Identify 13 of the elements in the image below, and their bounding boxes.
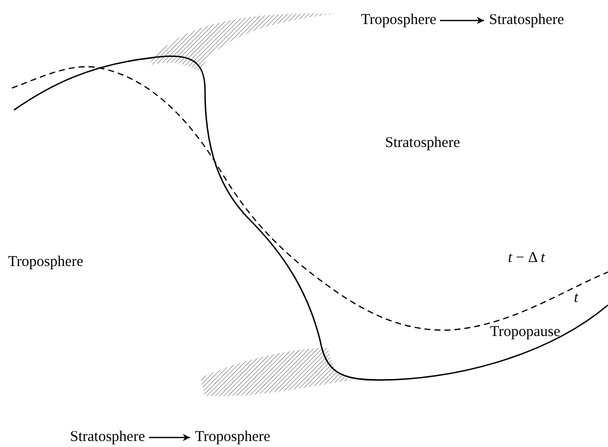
- region-label: Troposphere: [361, 12, 436, 29]
- region-label: Stratosphere: [385, 135, 460, 152]
- time-label: t: [574, 290, 578, 307]
- arrow: [149, 434, 190, 442]
- curve-label: Tropopause: [490, 324, 560, 341]
- hatched-band: [200, 348, 352, 396]
- time-label: t − Δ t: [508, 250, 545, 267]
- arrow: [440, 16, 484, 24]
- region-label: Stratosphere: [489, 12, 564, 29]
- region-label: Stratosphere: [70, 429, 145, 446]
- region-label: Troposphere: [195, 429, 270, 446]
- region-label: Troposphere: [8, 254, 84, 271]
- hatched-band: [148, 14, 335, 72]
